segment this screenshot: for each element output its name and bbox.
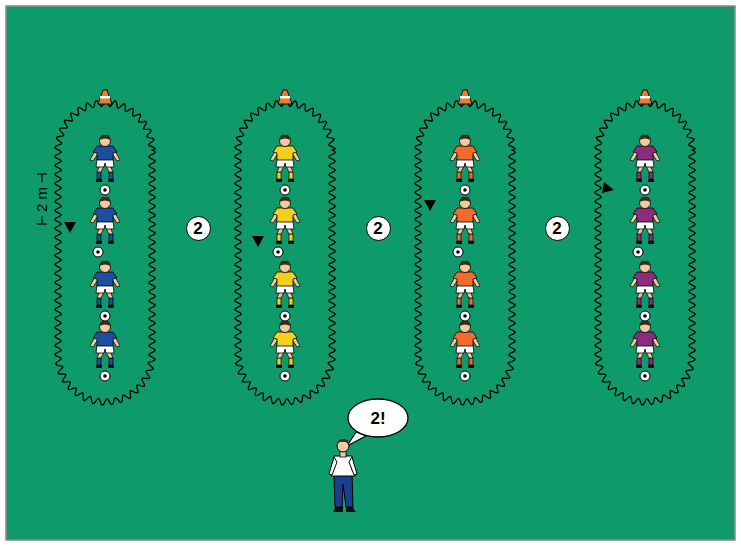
group-number: 2 — [373, 220, 382, 237]
dimension-label: 2 m — [34, 186, 49, 211]
group-number: 2 — [193, 220, 202, 237]
coach-call: 2! — [370, 410, 385, 427]
group-count-circle: 2 — [186, 216, 211, 241]
speech-bubble: 2! — [347, 398, 409, 438]
markings — [37, 174, 614, 446]
coach-figure — [329, 439, 357, 512]
players — [90, 90, 660, 381]
group-number: 2 — [552, 220, 561, 237]
pitch — [6, 6, 735, 540]
group-count-circle: 2 — [545, 216, 570, 241]
dribble-loops — [55, 100, 695, 405]
group-count-circle: 2 — [366, 216, 391, 241]
